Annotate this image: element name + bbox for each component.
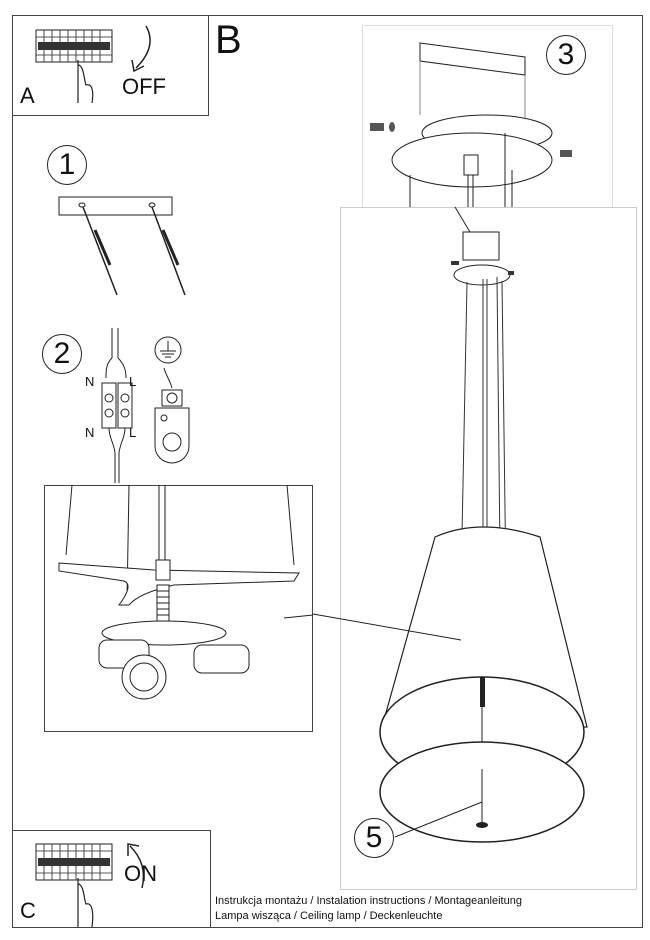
earth-terminal-illustration — [154, 367, 190, 464]
ceiling-bracket-canopy-illustration — [370, 42, 572, 210]
breaker-panel-off-icon — [35, 29, 113, 104]
socket-assembly-detail-illustration — [58, 484, 314, 700]
on-label: ON — [124, 861, 157, 886]
caption-product-type: Lampa wisząca / Ceiling lamp / Deckenleu… — [215, 910, 443, 922]
socket-detail-inset — [44, 485, 313, 732]
caption-instructions: Instrukcja montażu / Instalation instruc… — [215, 895, 522, 907]
panel-a-power-off — [12, 15, 209, 116]
earth-ground-icon — [154, 336, 182, 364]
wire-label-l-bottom: L — [129, 425, 137, 440]
wire-label-l-top: L — [129, 374, 137, 389]
breaker-panel-on-icon — [35, 843, 113, 928]
panel-c-letter: C — [20, 898, 36, 923]
terminal-block-illustration — [101, 328, 133, 483]
page-frame — [12, 15, 643, 928]
pendant-lamp-illustration — [379, 206, 588, 843]
arrow-up-icon — [127, 843, 145, 889]
mounting-plate-anchors-illustration — [58, 196, 186, 296]
step-5-badge: 5 — [354, 818, 394, 858]
panel-b-letter: B — [215, 18, 242, 62]
panel-c-power-on — [12, 830, 211, 928]
step-3-badge: 3 — [546, 35, 586, 75]
leader-line — [312, 613, 462, 641]
off-label: OFF — [122, 74, 166, 99]
step-2-badge: 2 — [42, 334, 82, 374]
wire-label-n-top: N — [85, 374, 95, 389]
step-1-badge: 1 — [47, 145, 87, 185]
panel-a-letter: A — [20, 83, 35, 108]
wire-label-n-bottom: N — [85, 425, 95, 440]
arrow-down-icon — [131, 25, 151, 73]
